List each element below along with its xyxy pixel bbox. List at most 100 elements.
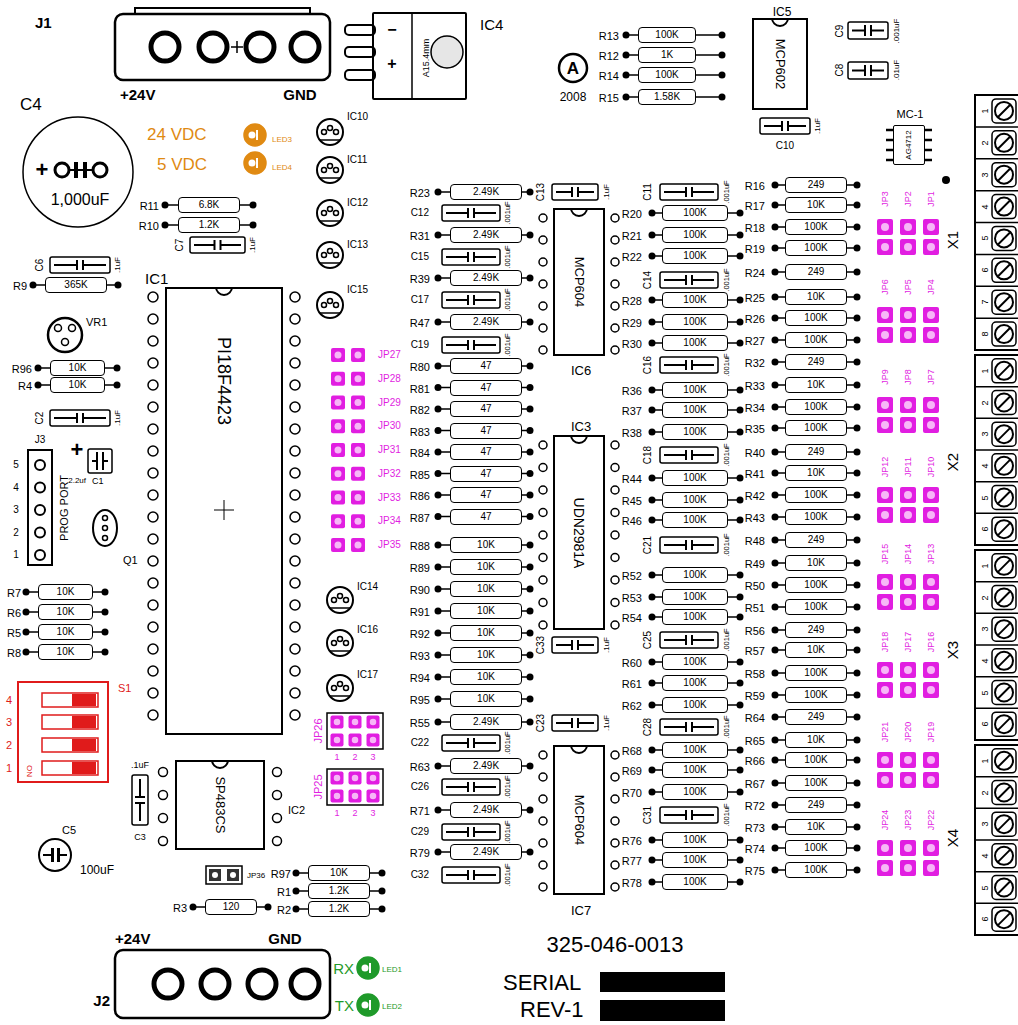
terminal-divider bbox=[975, 386, 1018, 388]
solder-pad bbox=[649, 614, 656, 621]
terminal-cell bbox=[992, 163, 1016, 187]
solder-pad bbox=[435, 470, 442, 477]
resistor-body: R13100K bbox=[638, 27, 696, 43]
ic-package: PI18F4423IC1 bbox=[165, 287, 283, 735]
terminal-divider bbox=[975, 871, 1018, 873]
silkscreen-label: .001uF bbox=[504, 245, 512, 268]
designator: R84 bbox=[410, 448, 430, 459]
capacitor-symbol bbox=[852, 65, 884, 76]
transistor-pin bbox=[322, 168, 327, 173]
solder-pad bbox=[265, 904, 272, 911]
capacitor-outline bbox=[660, 632, 718, 648]
transistor-pin bbox=[338, 594, 343, 599]
ic-pin bbox=[290, 534, 300, 544]
part-value: 100K bbox=[683, 678, 706, 688]
jumper-hole bbox=[927, 311, 935, 319]
part-value: 100K bbox=[804, 402, 827, 412]
designator: R30 bbox=[622, 339, 642, 350]
ic-pin bbox=[539, 486, 547, 494]
silkscreen-label: LED1 bbox=[382, 966, 402, 974]
solder-pad bbox=[527, 696, 534, 703]
resistor-body: R62100K bbox=[662, 697, 728, 713]
silkscreen-label: JP25 bbox=[313, 774, 324, 799]
jumper-pad bbox=[349, 772, 362, 785]
resistor-body: R8810K bbox=[450, 537, 522, 553]
capacitor-symbol bbox=[664, 450, 714, 460]
resistor-body: R60100K bbox=[662, 654, 728, 670]
solder-pad bbox=[772, 714, 779, 721]
solder-pad bbox=[772, 604, 779, 611]
silkscreen-label: 5 bbox=[981, 690, 990, 695]
designator: R3 bbox=[173, 903, 187, 914]
capacitor-plate bbox=[83, 162, 87, 178]
part-value: 100K bbox=[683, 427, 706, 437]
solder-pad bbox=[379, 906, 386, 913]
solder-pad bbox=[772, 337, 779, 344]
silkscreen-label: 6 bbox=[981, 527, 990, 532]
silkscreen-label: .001uF bbox=[893, 19, 901, 44]
jumper-pad bbox=[923, 487, 939, 503]
solder-pad bbox=[772, 757, 779, 764]
resistor-body: R6510K bbox=[785, 732, 847, 748]
resistor-body: R8247 bbox=[450, 401, 522, 417]
screw-slot bbox=[998, 428, 1010, 440]
led-pad bbox=[362, 1002, 369, 1009]
solder-pad bbox=[435, 232, 442, 239]
silkscreen-label: 5 bbox=[981, 885, 990, 890]
ic-pin bbox=[539, 441, 547, 449]
silkscreen-label: IC10 bbox=[347, 112, 368, 122]
jumper-hole bbox=[927, 598, 935, 606]
pin-one-dot bbox=[942, 176, 950, 184]
part-value: 100K bbox=[683, 765, 706, 775]
terminal-cell bbox=[992, 554, 1016, 578]
ic-pin bbox=[611, 773, 619, 781]
jumper-hole bbox=[352, 719, 359, 726]
silkscreen-label: 1 bbox=[334, 753, 339, 762]
capacitor-symbol bbox=[556, 640, 594, 650]
solder-pad bbox=[623, 94, 630, 101]
part-value: 1.2K bbox=[329, 904, 350, 914]
part-value: 100K bbox=[804, 690, 827, 700]
part-value: 10K bbox=[477, 672, 495, 682]
jumper-pad bbox=[351, 514, 365, 528]
solder-pad bbox=[527, 406, 534, 413]
solder-pad bbox=[854, 627, 861, 634]
ic-pin bbox=[159, 837, 168, 846]
capacitor-symbol bbox=[446, 738, 496, 748]
silkscreen-label: A bbox=[567, 60, 579, 77]
jumper-pad bbox=[367, 772, 380, 785]
silkscreen-label: C33 bbox=[536, 636, 546, 654]
jumper-hole bbox=[904, 686, 912, 694]
solder-pad bbox=[737, 517, 744, 524]
solder-pad bbox=[737, 429, 744, 436]
terminal-divider bbox=[975, 839, 1018, 841]
designator: R86 bbox=[410, 491, 430, 502]
part-value: 100K bbox=[655, 70, 678, 80]
part-value: 47 bbox=[480, 383, 491, 393]
ic-pin bbox=[290, 380, 300, 390]
designator: R70 bbox=[622, 788, 642, 799]
part-number: PI18F4423 bbox=[215, 337, 233, 425]
solder-pad bbox=[737, 680, 744, 687]
transistor-pin bbox=[103, 516, 108, 521]
resistor-body: R68100K bbox=[662, 742, 728, 758]
resistor-body: R18100K bbox=[785, 219, 847, 235]
solder-pad bbox=[854, 514, 861, 521]
silkscreen-label: JP12 bbox=[881, 457, 890, 478]
jumper-hole bbox=[927, 756, 935, 764]
transistor-pin bbox=[334, 211, 339, 216]
ic-pin bbox=[159, 768, 168, 777]
resistor-body: R8647 bbox=[450, 487, 522, 503]
terminal-divider bbox=[975, 708, 1018, 710]
jumper-hole bbox=[335, 375, 342, 382]
terminal-screw bbox=[995, 557, 1013, 575]
resistor-body: R32249 bbox=[785, 354, 847, 370]
solder-pad bbox=[737, 614, 744, 621]
jumper-hole bbox=[881, 421, 889, 429]
silkscreen-label: 5 bbox=[981, 495, 990, 500]
terminal-divider bbox=[975, 513, 1018, 515]
chip-lead bbox=[925, 159, 932, 162]
resistor-body: R19100K bbox=[785, 240, 847, 256]
solder-pad bbox=[527, 849, 534, 856]
jumper-pad bbox=[923, 239, 939, 255]
